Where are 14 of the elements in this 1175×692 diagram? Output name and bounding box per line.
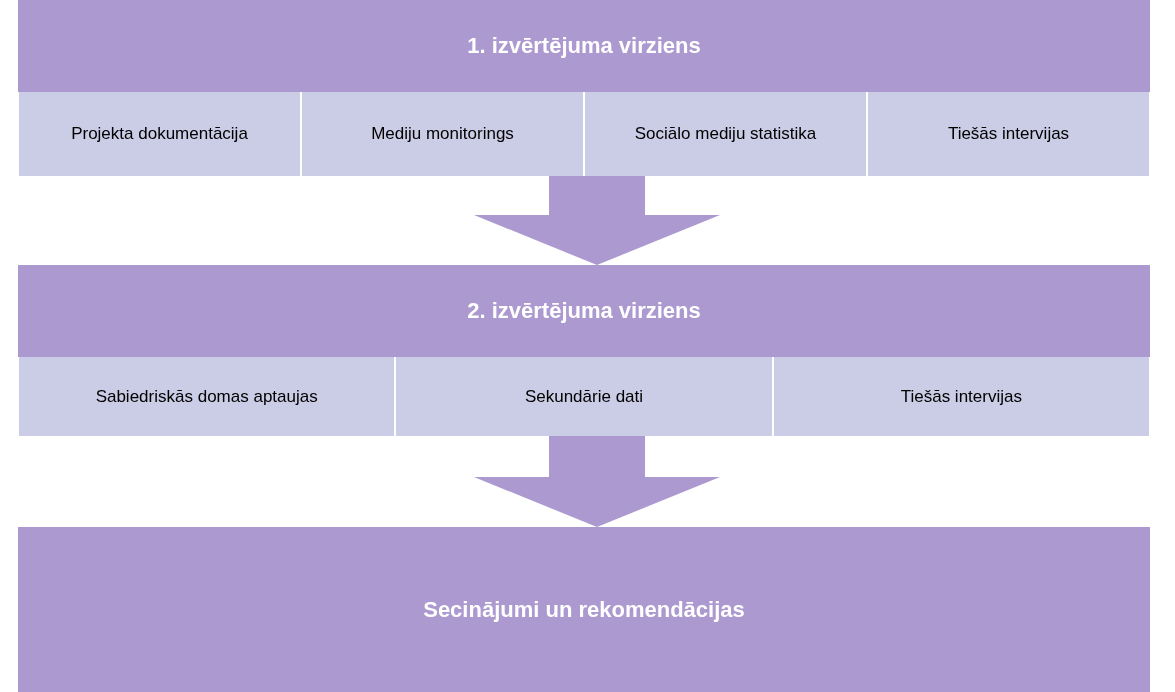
arrow (474, 436, 720, 527)
method-box: Projekta dokumentācija (18, 92, 301, 176)
section-heading: 1. izvērtējuma virziens (467, 33, 701, 59)
method-box: Tiešās intervijas (867, 92, 1150, 176)
method-box: Sekundārie dati (395, 357, 773, 436)
method-box: Tiešās intervijas (772, 357, 1150, 436)
conclusion-box: Secinājumi un rekomendācijas (18, 527, 1150, 692)
method-box: Mediju monitorings (301, 92, 584, 176)
arrow (474, 176, 720, 265)
section-heading: 2. izvērtējuma virziens (467, 298, 701, 324)
method-box: Sabiedriskās domas aptaujas (18, 357, 396, 436)
section-panel (18, 265, 1150, 436)
section-panel (18, 0, 1150, 176)
method-box: Sociālo mediju statistika (584, 92, 867, 176)
